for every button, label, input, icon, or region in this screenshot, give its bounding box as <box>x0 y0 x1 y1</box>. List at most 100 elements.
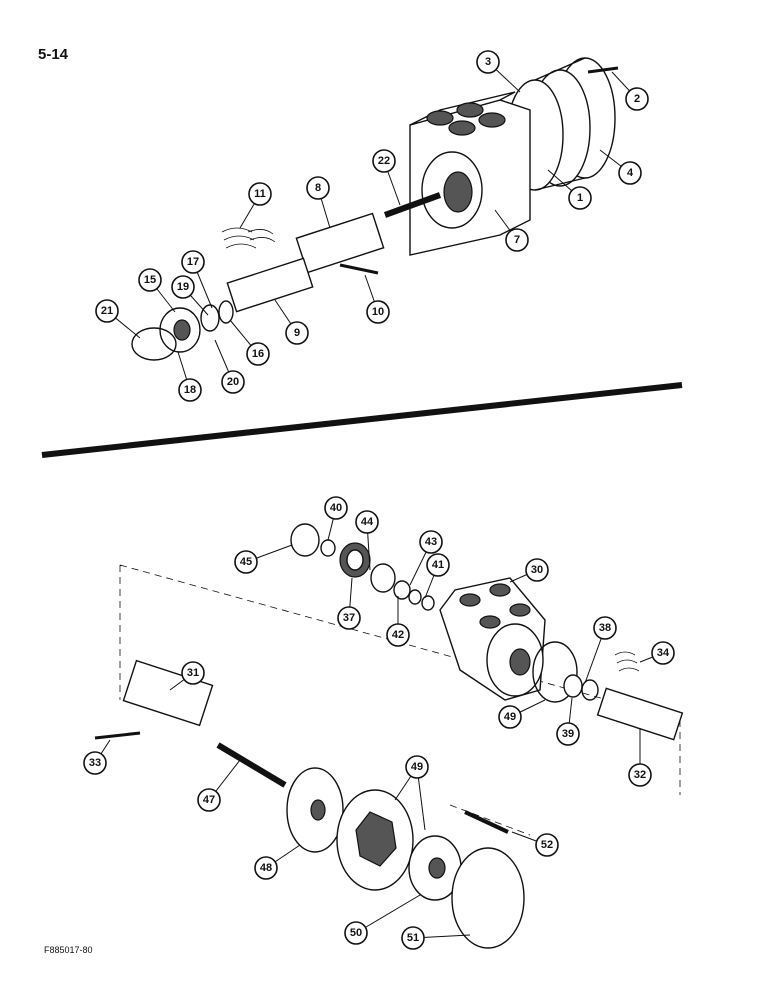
callout-51: 51 <box>401 926 471 950</box>
callout-label: 38 <box>599 622 611 634</box>
callout-label: 7 <box>514 234 520 246</box>
callout-2: 2 <box>611 71 649 111</box>
callout-circle <box>525 558 549 582</box>
callout-leader <box>355 894 421 934</box>
callout-48: 48 <box>254 844 301 880</box>
callout-circle <box>372 149 396 173</box>
callout-9: 9 <box>274 299 309 345</box>
callout-label: 37 <box>343 612 355 624</box>
callout-circle <box>651 641 675 665</box>
callout-label: 10 <box>372 306 384 318</box>
callout-42: 42 <box>386 596 410 647</box>
callout-circle <box>95 299 119 323</box>
callout-label: 20 <box>227 376 239 388</box>
valve-spool <box>226 257 314 313</box>
callout-circle <box>535 833 559 857</box>
callout-3: 3 <box>476 50 521 93</box>
callout-label: 33 <box>89 757 101 769</box>
callout-circle <box>221 370 245 394</box>
callout-15: 15 <box>138 268 176 313</box>
callout-circle <box>181 250 205 274</box>
callout-circle <box>285 321 309 345</box>
callout-circle <box>625 87 649 111</box>
callout-label: 21 <box>101 305 113 317</box>
callout-circle <box>181 661 205 685</box>
callout-label: 47 <box>203 794 215 806</box>
callout-10: 10 <box>364 274 390 324</box>
callout-17: 17 <box>181 250 213 309</box>
callout-50: 50 <box>344 894 421 945</box>
callout-label: 43 <box>425 536 437 548</box>
callout-label: 42 <box>392 629 404 641</box>
callout-1: 1 <box>547 169 592 210</box>
callout-30: 30 <box>509 558 549 583</box>
callout-label: 48 <box>260 862 272 874</box>
callout-44: 44 <box>355 510 379 571</box>
callout-circle <box>83 751 107 775</box>
callout-circle <box>628 763 652 787</box>
callout-circle <box>248 182 272 206</box>
callout-label: 39 <box>562 728 574 740</box>
callout-49-second: 49 <box>394 755 429 831</box>
top-assembly <box>131 57 619 361</box>
callout-41: 41 <box>424 553 450 599</box>
callout-circle <box>366 300 390 324</box>
callout-label: 52 <box>541 839 553 851</box>
callout-circle <box>234 550 258 574</box>
callout-label: 11 <box>254 188 266 200</box>
callout-label: 4 <box>627 167 634 179</box>
callout-circle <box>386 623 410 647</box>
callout-39: 39 <box>556 697 580 746</box>
callout-circle <box>556 722 580 746</box>
callout-label: 49 <box>504 711 516 723</box>
callout-circle <box>419 530 443 554</box>
callout-8: 8 <box>306 176 331 229</box>
callout-label: 44 <box>361 516 374 528</box>
callout-33: 33 <box>83 739 111 775</box>
callout-label: 49 <box>411 761 423 773</box>
callout-circle <box>355 510 379 534</box>
callout-label: 9 <box>294 327 300 339</box>
callout-label: 22 <box>378 155 390 167</box>
callout-label: 19 <box>177 281 189 293</box>
callout-32: 32 <box>628 728 652 787</box>
callout-label: 3 <box>485 56 491 68</box>
callout-label: 16 <box>252 348 264 360</box>
callout-label: 2 <box>634 93 640 105</box>
section-divider <box>41 382 683 458</box>
callout-circle <box>426 553 450 577</box>
callout-20: 20 <box>214 339 245 394</box>
callout-38: 38 <box>584 616 617 684</box>
callout-31: 31 <box>169 661 205 691</box>
callout-circle <box>593 616 617 640</box>
callout-circle <box>568 186 592 210</box>
callout-circle <box>618 161 642 185</box>
callout-circle <box>306 176 330 200</box>
callout-label: 18 <box>184 384 196 396</box>
callout-circle <box>476 50 500 74</box>
callout-16: 16 <box>229 319 270 366</box>
callout-label: 17 <box>187 256 199 268</box>
callout-label: 15 <box>144 274 156 286</box>
callout-4: 4 <box>599 149 642 185</box>
callout-34: 34 <box>639 641 675 665</box>
callout-18: 18 <box>177 351 202 402</box>
callout-circle <box>254 856 278 880</box>
callout-22: 22 <box>372 149 401 206</box>
callout-19: 19 <box>171 275 209 316</box>
callout-circle <box>405 755 429 779</box>
callout-circle <box>197 788 221 812</box>
callout-40: 40 <box>324 496 348 541</box>
callout-7: 7 <box>494 209 529 252</box>
callout-circle <box>171 275 195 299</box>
callout-label: 45 <box>240 556 252 568</box>
callout-43: 43 <box>409 530 443 586</box>
callout-label: 8 <box>315 182 321 194</box>
callout-label: 50 <box>350 927 362 939</box>
callout-label: 32 <box>634 769 646 781</box>
page-number: 5-14 <box>38 46 69 63</box>
callout-label: 41 <box>432 559 444 571</box>
callout-52: 52 <box>511 831 559 857</box>
figure-code: F885017-80 <box>44 945 93 955</box>
